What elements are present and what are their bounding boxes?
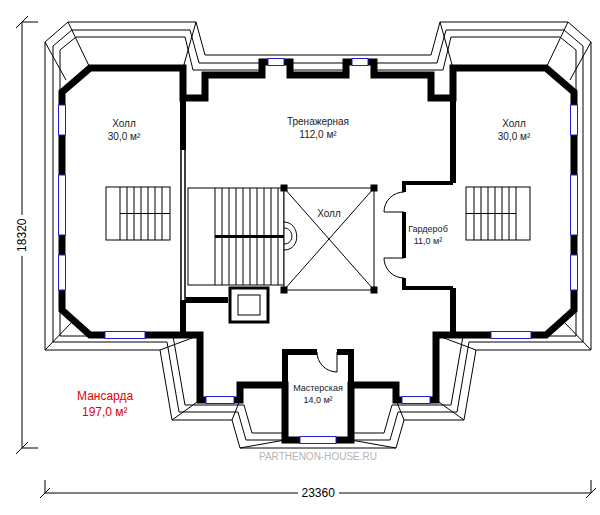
railing [181, 150, 185, 300]
room-area-value: 30,0 м² [498, 130, 530, 143]
post [281, 185, 288, 192]
interior-walls [183, 98, 453, 385]
post [281, 287, 288, 294]
watermark: PARTHENON-HOUSE.RU [255, 451, 381, 463]
roof-hip-lines [45, 22, 591, 448]
room-label: Мастерская14,0 м² [293, 383, 343, 406]
room-area-value: 112,0 м² [205, 128, 431, 141]
exterior-walls [62, 62, 574, 440]
posts [281, 185, 378, 294]
room-label: Холл30,0 м² [108, 117, 140, 143]
room-label: Гардероб11,0 м² [408, 224, 448, 247]
roof-outline [45, 22, 591, 448]
window [105, 332, 145, 339]
window [59, 255, 66, 290]
roof-eave-line [53, 30, 583, 440]
lift-cabin [238, 295, 260, 315]
room-name: Тренажерная [205, 115, 431, 128]
room-label: Холл [314, 207, 344, 220]
post [371, 185, 378, 192]
window [59, 105, 66, 135]
window [402, 397, 430, 404]
window [491, 332, 531, 339]
room-name: Холл [108, 117, 140, 130]
window [59, 175, 66, 235]
room-area: Тренажерная112,0 м² Холл [205, 78, 431, 300]
room-name: Гардероб [408, 224, 448, 236]
stair-winder [284, 222, 297, 250]
stairwell-void [284, 188, 374, 290]
stair-outline [106, 187, 170, 240]
window [206, 397, 234, 404]
room-name: Холл [498, 117, 530, 130]
stair-outline [188, 188, 284, 285]
stair-divider [215, 235, 284, 238]
room-name: Мастерская [293, 383, 343, 395]
window [571, 105, 578, 135]
lift-shaft [230, 288, 268, 322]
wardrobe-walls [404, 181, 453, 290]
room-area-value: 14,0 м² [293, 395, 343, 407]
stair-treads [466, 187, 516, 240]
room-label: Холл30,0 м² [498, 117, 530, 143]
dimension-lines [16, 16, 596, 498]
dimension: 18320 [15, 215, 29, 256]
area-value: 197,0 м² [82, 405, 128, 419]
window [571, 255, 578, 290]
window [571, 175, 578, 235]
window [300, 437, 336, 444]
window [352, 59, 368, 66]
area-title: Мансарда [77, 389, 133, 403]
room-area-value: 11,0 м² [408, 236, 448, 248]
dimension: 23360 [298, 486, 339, 500]
void-cross [284, 188, 374, 290]
windows [59, 59, 578, 444]
stair-outline [466, 187, 530, 240]
room-area-value: 30,0 м² [108, 130, 140, 143]
stair-treads [120, 187, 170, 240]
room-name: Холл [314, 207, 344, 220]
window [268, 59, 284, 66]
post [371, 287, 378, 294]
